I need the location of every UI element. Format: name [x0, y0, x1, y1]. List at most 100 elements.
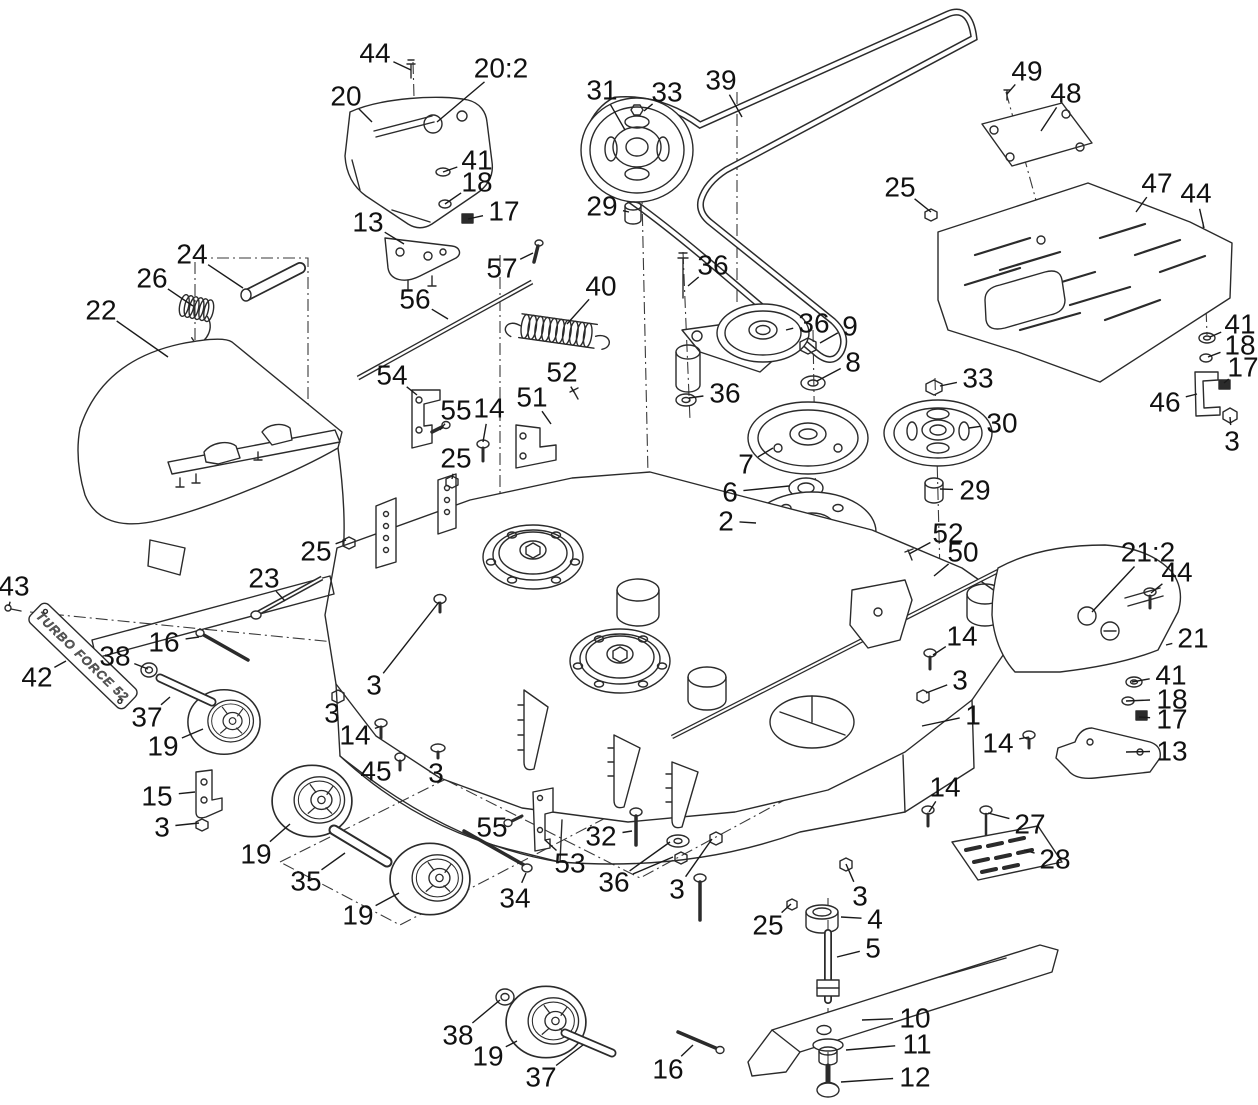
callout-leader: [521, 872, 527, 884]
callout-label-43: 43: [0, 571, 30, 602]
callout-label-20: 20: [330, 81, 361, 112]
cover-plate-48: [981, 102, 1093, 167]
caster-wheel-19: [505, 985, 587, 1059]
callout-label-5: 5: [865, 933, 881, 964]
callout-leader: [728, 94, 743, 118]
screw-49: [1003, 89, 1011, 101]
nut-9: [799, 337, 817, 355]
rod-23: [250, 575, 324, 620]
callout-label-8: 8: [845, 347, 861, 378]
callout-label-25: 25: [884, 172, 915, 203]
callout-label-3: 3: [852, 881, 868, 912]
callout-leader: [358, 108, 373, 123]
callout-leader: [442, 166, 458, 173]
callout-leader: [207, 264, 244, 289]
mid-hardware: [331, 208, 1036, 828]
pin-16a: [195, 628, 250, 662]
callout-label-21: 21: [1177, 623, 1208, 654]
vent-slots: [963, 222, 1207, 332]
pivot-sleeve: [675, 344, 701, 393]
bumper: [616, 578, 660, 627]
callout-label-19: 19: [472, 1041, 503, 1072]
callout-leader: [471, 999, 501, 1024]
nut-33: [630, 104, 644, 116]
callout-label-19: 19: [240, 839, 271, 870]
nut-25: [786, 898, 798, 911]
deck-spindle-hole: [769, 695, 855, 749]
callout-leader: [444, 192, 462, 205]
callout-leader: [845, 1045, 896, 1051]
callout-label-17: 17: [1227, 352, 1258, 383]
nut-3: [916, 689, 930, 704]
callout-leader: [925, 684, 948, 694]
callout-leader: [1125, 699, 1151, 702]
callout-leader: [181, 728, 204, 739]
belt-shield-47: [937, 89, 1233, 383]
callout-leader: [845, 863, 855, 883]
callout-leader: [743, 485, 790, 492]
axle-37: [155, 673, 217, 707]
callout-leader: [932, 646, 947, 656]
washer-41: [1125, 676, 1143, 688]
callout-label-3: 3: [366, 670, 382, 701]
callout-leader: [541, 410, 552, 425]
callout-label-44: 44: [1180, 178, 1211, 209]
callout-leader: [757, 447, 774, 458]
callout-label-15: 15: [141, 781, 172, 812]
callout-label-29: 29: [586, 191, 617, 222]
callout-label-26: 26: [136, 263, 167, 294]
callout-label-55: 55: [476, 812, 507, 843]
screw-52: [904, 548, 914, 561]
callout-leader: [1198, 208, 1205, 229]
callout-label-35: 35: [290, 866, 321, 897]
callout-label-25: 25: [300, 536, 331, 567]
callout-leader: [680, 1044, 694, 1057]
callout-leader: [1138, 716, 1151, 719]
spacer-29: [924, 477, 944, 504]
callout-leader: [1150, 583, 1163, 594]
pin-57: [532, 239, 544, 264]
callout-label-19: 19: [147, 731, 178, 762]
callout-label-34: 34: [499, 883, 530, 914]
belt-cover-20: [344, 59, 494, 229]
callout-leader: [134, 662, 149, 670]
callout-leader: [1006, 83, 1016, 95]
callout-label-29: 29: [959, 475, 990, 506]
callout-leader: [1019, 736, 1030, 740]
callout-label-13: 13: [352, 207, 383, 238]
nut-33: [925, 379, 943, 396]
callout-label-56: 56: [399, 284, 430, 315]
callout-label-3: 3: [669, 874, 685, 905]
idler-bracket-13: [384, 237, 461, 291]
callout-label-3: 3: [1224, 426, 1240, 457]
callout-leader: [609, 104, 626, 131]
pin-16b: [676, 1030, 725, 1055]
callout-leader: [384, 231, 405, 245]
callout-leader: [1185, 393, 1198, 398]
rod-56: [356, 279, 534, 381]
callout-label-16: 16: [148, 627, 179, 658]
callout-label-25: 25: [440, 443, 471, 474]
callout-leader: [431, 308, 449, 320]
washer-36: [666, 834, 690, 848]
bracket-15: [195, 769, 223, 832]
callout-label-3: 3: [952, 665, 968, 696]
callout-label-6: 6: [722, 477, 738, 508]
callout-leader: [1023, 849, 1035, 854]
deck-spindle-center: [569, 628, 671, 694]
callout-leader: [928, 801, 937, 813]
callout-label-32: 32: [585, 821, 616, 852]
callout-label-10: 10: [899, 1003, 930, 1034]
bracket-54: [411, 389, 451, 449]
callout-leader: [908, 541, 931, 555]
callout-leader: [382, 601, 440, 674]
nut-3: [331, 689, 345, 704]
washer-41: [1198, 332, 1216, 344]
shaft-5: [816, 929, 840, 1004]
callout-leader: [451, 473, 454, 480]
callout-label-36: 36: [697, 250, 728, 281]
callout-label-57: 57: [486, 253, 517, 284]
callout-leader: [987, 812, 1010, 820]
